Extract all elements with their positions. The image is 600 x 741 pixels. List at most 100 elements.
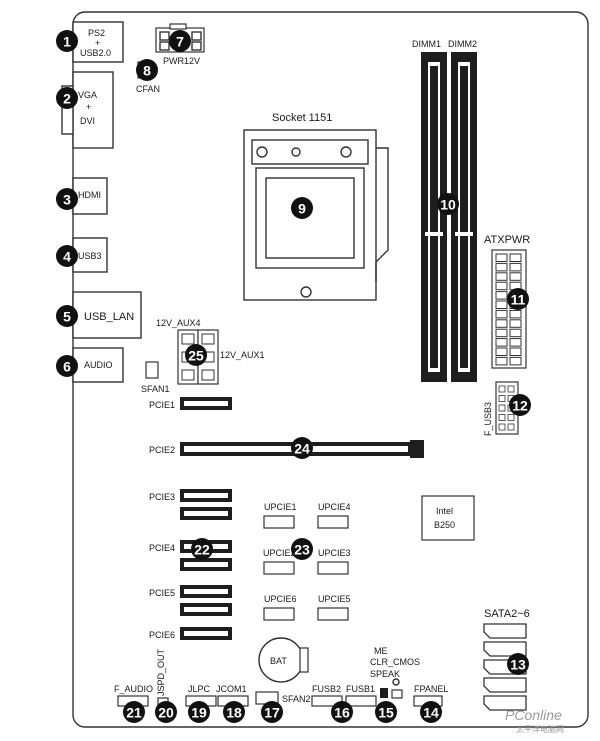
pcie2-slot: PCIE2 [149,440,424,458]
badge-circle [123,701,145,723]
audio-label: AUDIO [84,360,113,370]
badge-number: 24 [294,441,310,457]
badge-number: 20 [158,705,174,721]
badge-number: 10 [440,197,456,213]
badge-number: 18 [226,705,242,721]
f-usb3-pin [498,404,506,412]
f-usb3-pin [498,395,506,402]
atx-pin [495,291,508,300]
upcie1-connector: UPCIE1 [263,502,297,529]
badge-circle [185,344,207,366]
atx-pin [495,328,508,338]
badge-circle [191,538,213,560]
badge-number: 11 [511,292,526,308]
aux4-label: 12V_AUX4 [156,318,201,328]
ps2-label: PS2 [88,28,105,38]
pcie5-slot: PCIE5 [149,585,232,616]
dimm2-label: DIMM2 [448,39,477,49]
sata-label: SATA2~6 [484,608,530,620]
sfan2-header: SFAN2 [255,691,311,705]
badge-number: 21 [126,705,142,721]
me-label: ME [374,646,388,656]
sata-port [483,677,527,693]
callout-badge: 1 [56,30,78,52]
callout-badge: 5 [56,305,78,327]
atx-pin [495,253,508,262]
badge-number: 13 [510,657,526,673]
intel-label: Intel [436,506,453,516]
badge-circle [223,701,245,723]
badge-circle [375,701,397,723]
aux-pin [201,333,215,345]
badge-number: 19 [191,705,207,721]
atxpwr-label: ATXPWR [484,234,530,246]
badge-circle [169,30,191,52]
callout-badge: 9 [291,197,313,219]
dimm1-slot: DIMM1 [412,39,447,382]
pcie4-label: PCIE4 [149,543,175,553]
atx-pin [509,272,522,281]
vga-dvi-port: VGA + DVI [61,71,114,149]
atx-pin [495,338,508,347]
sata-port [483,695,527,711]
b250-label: B250 [434,520,455,530]
usb-lan-label: USB_LAN [84,311,134,323]
bat-label: BAT [270,656,287,666]
atx-pin [509,347,522,356]
atx-pin [495,309,508,319]
f-audio-label: F_AUDIO [114,684,153,694]
callout-badge: 11 [507,288,529,310]
badge-number: 14 [423,705,439,721]
usb-lan-port: USB_LAN [72,291,142,339]
upcie1-label: UPCIE1 [264,502,297,512]
atx-pin [509,356,522,366]
atx-pin [495,272,508,281]
badge-number: 23 [294,542,310,558]
badge-circle [261,701,283,723]
callout-badge: 16 [331,701,353,723]
watermark-sub: 太平洋电脑网 [516,724,564,734]
ps2-plus-label: + [95,38,100,48]
callout-badge: 6 [56,355,78,377]
atx-pin [509,338,522,347]
fusb1-label: FUSB1 [346,684,375,694]
badge-circle [56,245,78,267]
atx-power-connector: ATXPWR [484,234,530,369]
cmos-battery: BAT [258,637,309,683]
pcie2-label: PCIE2 [149,445,175,455]
badge-number: 6 [63,359,71,375]
chipset: Intel B250 [421,495,475,541]
sfan1-label: SFAN1 [141,384,170,394]
jlpc-label: JLPC [188,684,211,694]
usb3-port: USB3 [72,237,108,273]
clr-cmos-label: CLR_CMOS [370,657,420,667]
usb20-label: USB2.0 [80,48,111,58]
pcie3-label: PCIE3 [149,492,175,502]
f-usb3-pin [507,423,515,431]
upcie2-label: UPCIE2 [263,548,296,558]
pcie1-slot: PCIE1 [149,397,232,410]
callout-badge: 10 [437,193,459,215]
badge-number: 17 [264,705,280,721]
sfan2-label: SFAN2 [282,694,311,704]
callout-badge: 25 [185,344,207,366]
upcie6-connector: UPCIE6 [263,594,297,621]
hdmi-label: HDMI [78,190,101,200]
dvi-label: DVI [80,116,95,126]
atx-pin [495,319,508,328]
jcom1-label: JCOM1 [216,684,247,694]
badge-number: 5 [63,309,71,325]
aux1-label: 12V_AUX1 [220,350,265,360]
atx-pin [495,281,508,291]
badge-number: 2 [63,91,71,107]
badge-circle [507,653,529,675]
badge-circle [56,188,78,210]
fpanel-label: FPANEL [414,684,448,694]
fusb1-header: FUSB1 [345,684,377,707]
atx-pin [495,262,508,272]
dimm1-label: DIMM1 [412,39,441,49]
atx-pin [495,356,508,366]
badge-circle [56,87,78,109]
hdmi-port: HDMI [72,177,108,215]
atx-pin [495,300,508,309]
